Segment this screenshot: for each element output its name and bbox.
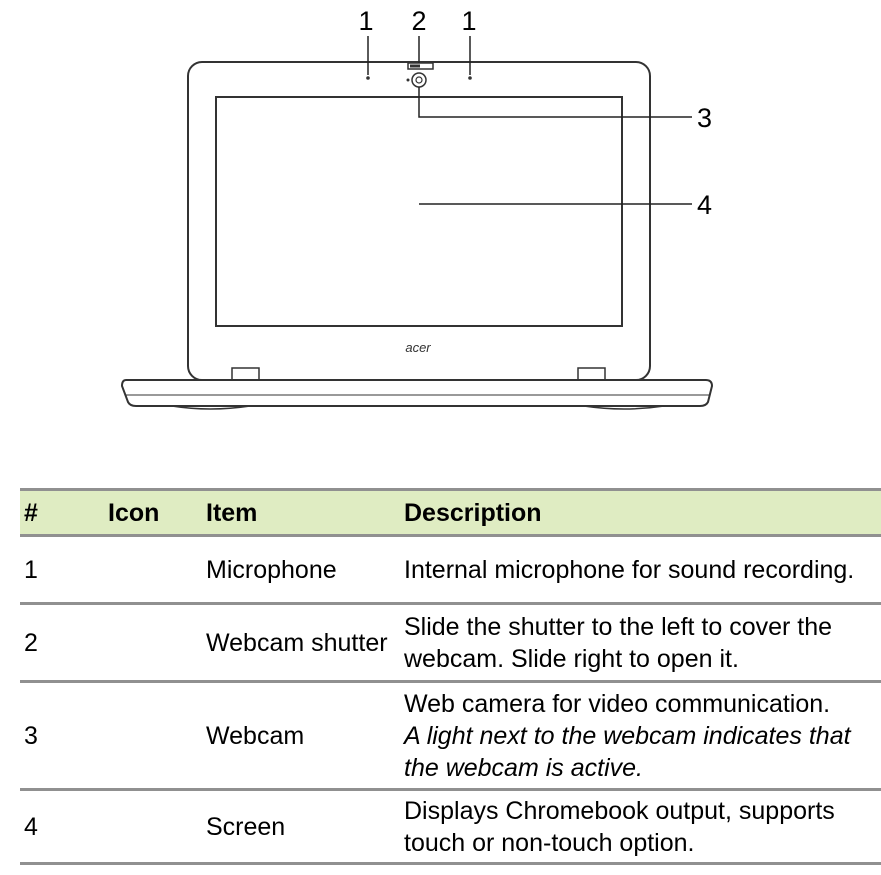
- laptop-base: [120, 379, 714, 407]
- foot-right: [583, 405, 665, 410]
- callout-number: 2: [411, 6, 426, 36]
- row-item: Webcam: [206, 681, 404, 791]
- description-text: Slide the shutter to the left to cover t…: [404, 612, 833, 673]
- callout-number: 4: [697, 190, 712, 220]
- row-description: Displays Chromebook output, supports tou…: [404, 789, 881, 865]
- callout-number: 1: [358, 6, 373, 36]
- acer-logo: acer: [405, 340, 431, 355]
- microphone-left-icon: [366, 76, 370, 80]
- table-row: 1 Microphone Internal microphone for sou…: [20, 535, 881, 605]
- description-text: Displays Chromebook output, supports tou…: [404, 796, 835, 857]
- callout-number: 1: [461, 6, 476, 36]
- laptop-screen: [215, 96, 623, 327]
- row-icon: [108, 789, 206, 865]
- table-row: 4 Screen Displays Chromebook output, sup…: [20, 789, 881, 865]
- row-icon: [108, 681, 206, 791]
- header-icon: Icon: [108, 488, 206, 537]
- row-number: 2: [20, 603, 108, 683]
- callout-line-3: [418, 87, 692, 118]
- microphone-right-icon: [468, 76, 472, 80]
- webcam-icon: [406, 72, 427, 88]
- hinge-left: [231, 367, 260, 381]
- row-item: Webcam shutter: [206, 603, 404, 683]
- row-number: 3: [20, 681, 108, 791]
- row-item: Microphone: [206, 535, 404, 605]
- header-item: Item: [206, 488, 404, 537]
- row-icon: [108, 535, 206, 605]
- row-number: 4: [20, 789, 108, 865]
- header-description: Description: [404, 488, 881, 537]
- table-header-row: # Icon Item Description: [20, 488, 881, 537]
- description-text: Web camera for video communication.: [404, 689, 831, 718]
- table-row: 2 Webcam shutter Slide the shutter to th…: [20, 603, 881, 683]
- row-icon: [108, 603, 206, 683]
- callout-number: 3: [697, 103, 712, 133]
- description-text: Internal microphone for sound recording.: [404, 555, 855, 584]
- row-description: Web camera for video communication. A li…: [404, 681, 881, 791]
- laptop-front-diagram: acer 1 2 1 3 4: [120, 6, 714, 410]
- row-item: Screen: [206, 789, 404, 865]
- row-description: Slide the shutter to the left to cover t…: [404, 603, 881, 683]
- row-description: Internal microphone for sound recording.: [404, 535, 881, 605]
- row-number: 1: [20, 535, 108, 605]
- foot-left: [171, 405, 251, 410]
- description-note: A light next to the webcam indicates tha…: [404, 721, 851, 782]
- table-row: 3 Webcam Web camera for video communicat…: [20, 681, 881, 791]
- component-table: # Icon Item Description 1 Microphone Int…: [20, 488, 881, 865]
- hinge-right: [577, 367, 606, 381]
- header-number: #: [20, 488, 108, 537]
- webcam-shutter-icon: [407, 62, 434, 70]
